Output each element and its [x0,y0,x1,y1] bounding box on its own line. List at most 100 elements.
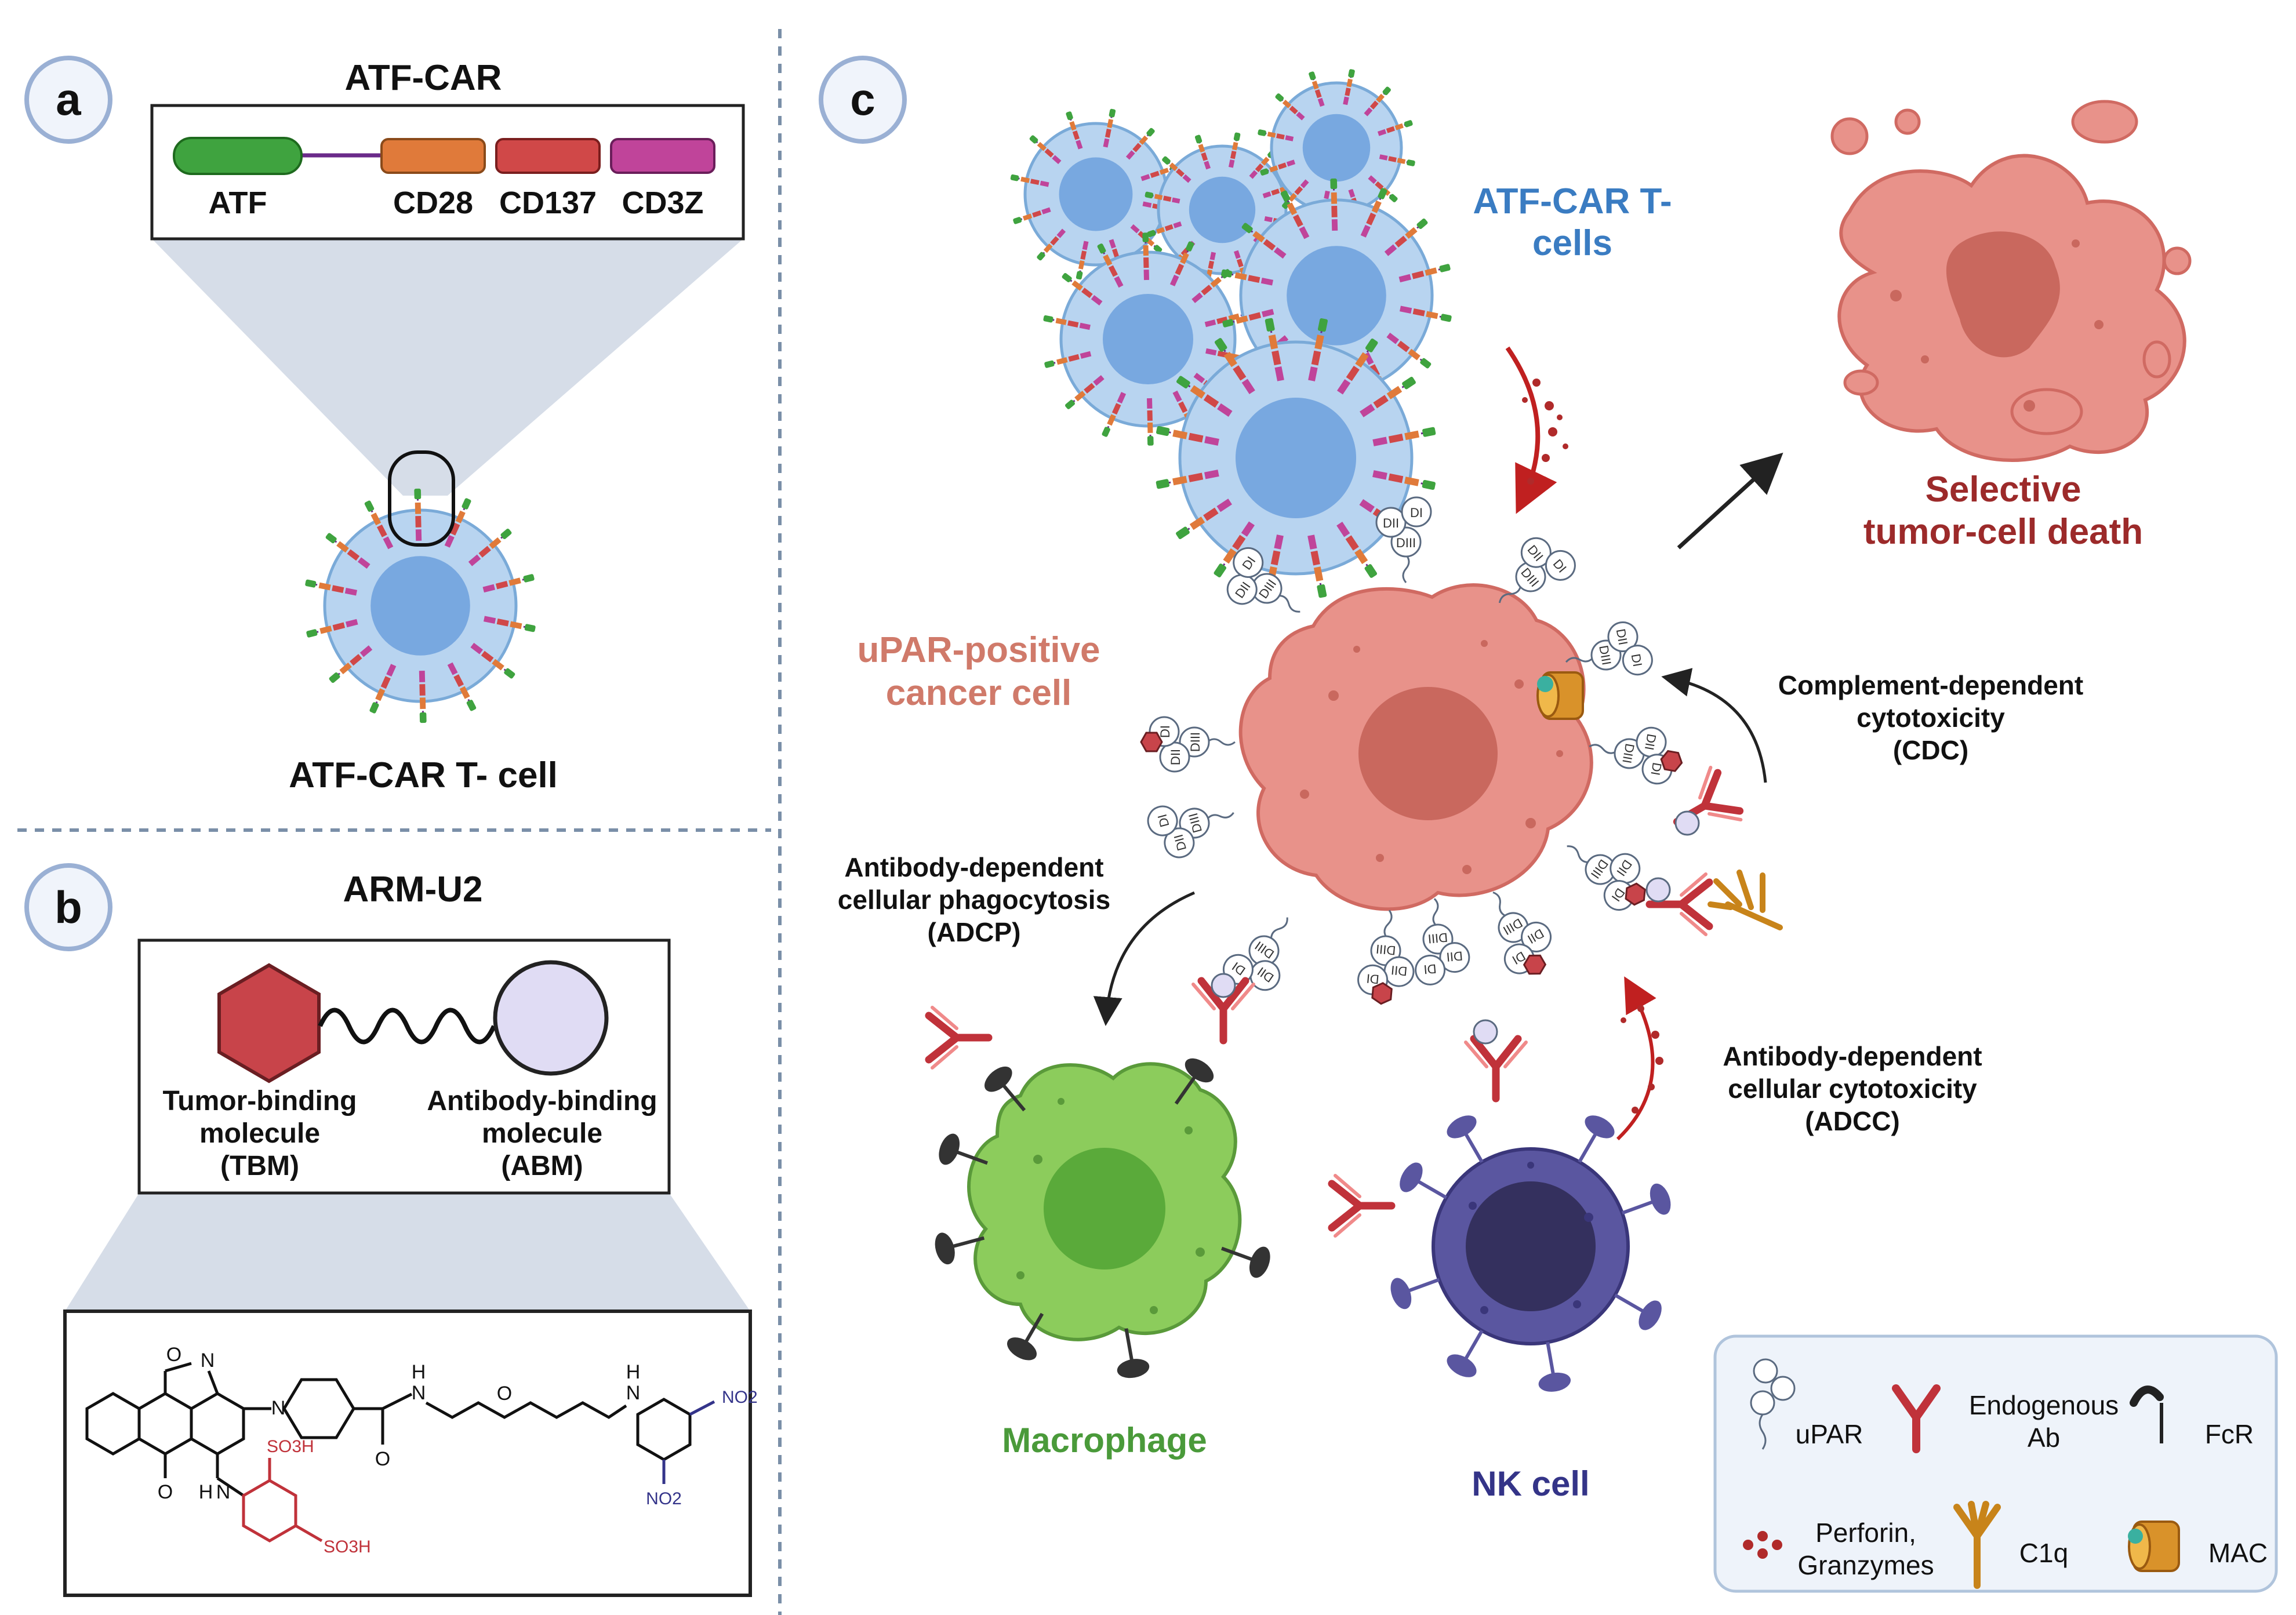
car-receptor [1275,93,1305,121]
upar-domain-label: DI [1410,505,1423,520]
car-receptor [468,528,512,566]
car-receptor [1308,318,1328,381]
car-receptor [1156,426,1219,446]
zoom-cone-b [65,1193,750,1311]
upar-domain-label: DI [1158,725,1172,738]
car-receptor [1062,272,1103,305]
fc-receptor [984,1066,1026,1112]
tcell-nucleus [1302,114,1371,182]
panel-c: c ATF-CAR T- cells [819,56,2278,1593]
legend-perforin-icon [1743,1531,1782,1559]
chem-o-bottom: O [158,1481,173,1503]
adcp-label-2: cellular phagocytosis [838,885,1110,915]
car-receptor [369,664,397,714]
fc-receptor [1221,1246,1270,1278]
abm-label-1: Antibody-binding [427,1086,657,1116]
abm-marker [1211,973,1236,998]
car-receptor [1377,120,1413,136]
legend-mac-label: MAC [2208,1538,2268,1568]
upar-domain-label: DIII [1188,732,1203,752]
car-receptor [325,533,370,569]
car-receptor [1103,108,1116,148]
tcell-nucleus [370,556,470,656]
abm-label-2: molecule [482,1118,602,1149]
car-receptor [1142,232,1150,281]
adcc-label-2: cellular cytotoxicity [1728,1074,1977,1104]
upar-domain-label: DI [1629,653,1645,668]
antibody [1191,977,1255,1045]
legend-perforin-label-2: Granzymes [1797,1550,1934,1580]
chem-h-amide: H [412,1361,426,1383]
car-receptor [1384,218,1428,256]
panel-b-badge [24,863,112,951]
car-receptor [1386,332,1432,369]
adcc-arrow [1616,976,1656,1141]
panel-a-cell-caption: ATF-CAR T- cell [289,755,558,795]
chem-n-right: N [626,1382,641,1404]
tbm-label-3: (TBM) [220,1151,299,1181]
upar-domain-label: DIII [1596,644,1614,666]
car-receptor [419,671,427,723]
fc-receptor [1117,1328,1150,1378]
cancer-cell [1238,583,1593,911]
tcell-nucleus [1059,157,1133,231]
chem-n-amide: N [412,1382,426,1404]
upar-domain-label: DIII [1375,942,1396,958]
upar-domain-label: DII [1614,628,1631,646]
car-receptor [1258,129,1294,141]
car-receptor [1265,318,1284,381]
arm-linker [318,1007,496,1045]
cancer-label-2: cancer cell [886,673,1072,713]
car-receptor [1125,128,1155,160]
car-receptor [1169,241,1194,286]
upar-domain-label: DII [1446,948,1463,964]
car-receptor [1043,315,1091,330]
antibody [1645,872,1713,936]
legend-perforin-label-1: Perforin, [1815,1518,1916,1548]
panel-c-badge [819,56,907,144]
fc-receptor [1174,1058,1214,1105]
car-receptor [1214,338,1255,394]
tcell-nucleus [1287,246,1386,345]
car-receptor [364,500,394,550]
tbm-label-1: Tumor-binding [162,1086,357,1116]
tcell-nucleus [1189,176,1256,243]
chem-h-right: H [626,1361,641,1383]
chem-o: O [166,1344,181,1366]
car-receptor [1241,223,1287,259]
death-arrow [1677,452,1783,550]
tbm-hexagon [217,963,321,1083]
adcc-label-3: (ADCC) [1805,1106,1900,1136]
car-receptor [1010,174,1049,187]
cdc-label-1: Complement-dependent [1778,670,2083,700]
car-receptor [1399,305,1452,322]
tbm-label-2: molecule [199,1118,320,1149]
car-receptor [1364,86,1391,117]
car-receptor [1336,522,1378,578]
car-receptor [1102,392,1127,437]
fc-receptor [1621,1183,1671,1215]
panel-c-label: c [850,74,875,125]
car-receptor [482,574,535,593]
chem-n-piperidine: N [271,1397,286,1419]
adcp-label-3: (ADCP) [928,917,1021,947]
legend: uPAR Endogenous Ab FcR Perforin, Granzym… [1713,1334,2278,1593]
legend-c1q-icon [1953,1501,2001,1589]
car-receptor [483,616,536,632]
abm-marker [1473,1019,1498,1045]
antibody [1464,1035,1528,1103]
upar-domain-label: DII [1390,963,1408,979]
car-t-cell-6 [1156,318,1436,598]
car-receptor [1146,398,1154,446]
cdc-arrow [1661,668,1767,783]
car-receptor [1156,470,1219,489]
abm-circle [493,960,609,1076]
nk-label: NK cell [1472,1464,1589,1503]
